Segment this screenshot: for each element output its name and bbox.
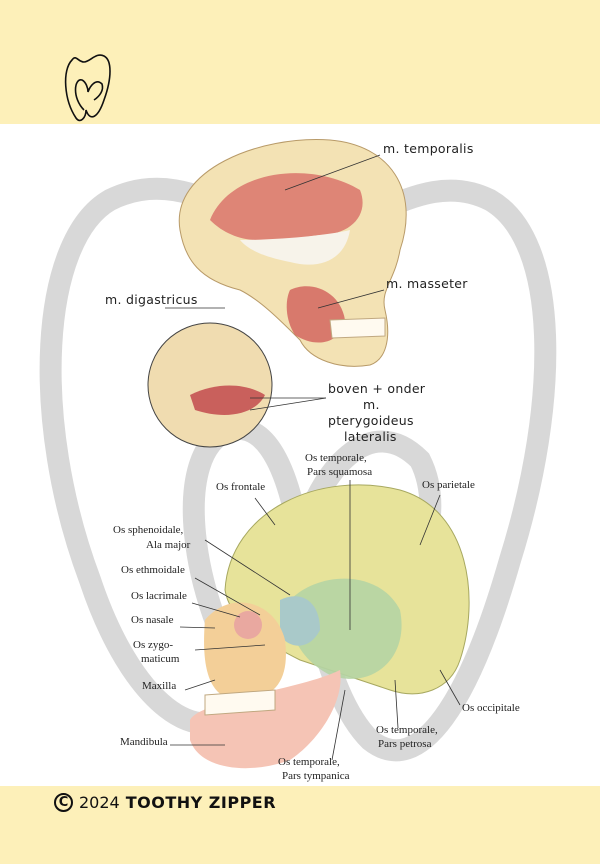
- label-lacrimale: Os lacrimale: [131, 590, 187, 602]
- label-frontale: Os frontale: [216, 481, 266, 493]
- label-temporale-squamosa-2: Pars squamosa: [307, 466, 373, 478]
- label-pterygoideus-2: m.: [363, 397, 380, 412]
- label-maxilla: Maxilla: [142, 680, 177, 692]
- label-sphenoidale-1: Os sphenoidale,: [113, 524, 184, 536]
- label-mandibula: Mandibula: [120, 736, 168, 748]
- label-temporale-petrosa-2: Pars petrosa: [378, 738, 432, 750]
- label-pterygoideus-1: boven + onder: [328, 381, 426, 396]
- label-pterygoideus-4: lateralis: [344, 429, 397, 444]
- label-parietale: Os parietale: [422, 479, 475, 491]
- label-pterygoideus-3: pterygoideus: [328, 413, 414, 428]
- label-sphenoidale-2: Ala major: [146, 539, 191, 551]
- label-temporale-petrosa-1: Os temporale,: [376, 724, 438, 736]
- copyright-year: 2024: [79, 793, 120, 812]
- label-zygomaticum-2: maticum: [141, 653, 180, 665]
- label-m-temporalis: m. temporalis: [383, 141, 474, 156]
- brand-name: TOOTHY ZIPPER: [125, 793, 277, 812]
- leader-lines: [165, 154, 461, 761]
- footer-band: [0, 786, 600, 864]
- label-m-digastricus: m. digastricus: [105, 292, 198, 307]
- label-temporale-tympanica-2: Pars tympanica: [282, 770, 350, 782]
- label-nasale: Os nasale: [131, 614, 174, 626]
- copyright-icon: C: [54, 793, 73, 812]
- skull-muscles-lateral: [147, 139, 407, 448]
- skull-bones-lateral: [190, 484, 470, 769]
- tooth-heart-logo: [64, 54, 111, 122]
- label-ethmoidale: Os ethmoidale: [121, 564, 185, 576]
- label-m-masseter: m. masseter: [386, 276, 468, 291]
- header-band: [0, 0, 600, 124]
- label-temporale-tympanica-1: Os temporale,: [278, 756, 340, 768]
- copyright-notice: C 2024 TOOTHY ZIPPER: [54, 793, 276, 812]
- label-occipitale: Os occipitale: [462, 702, 520, 714]
- label-temporale-squamosa-1: Os temporale,: [305, 452, 367, 464]
- label-zygomaticum-1: Os zygo-: [133, 639, 174, 651]
